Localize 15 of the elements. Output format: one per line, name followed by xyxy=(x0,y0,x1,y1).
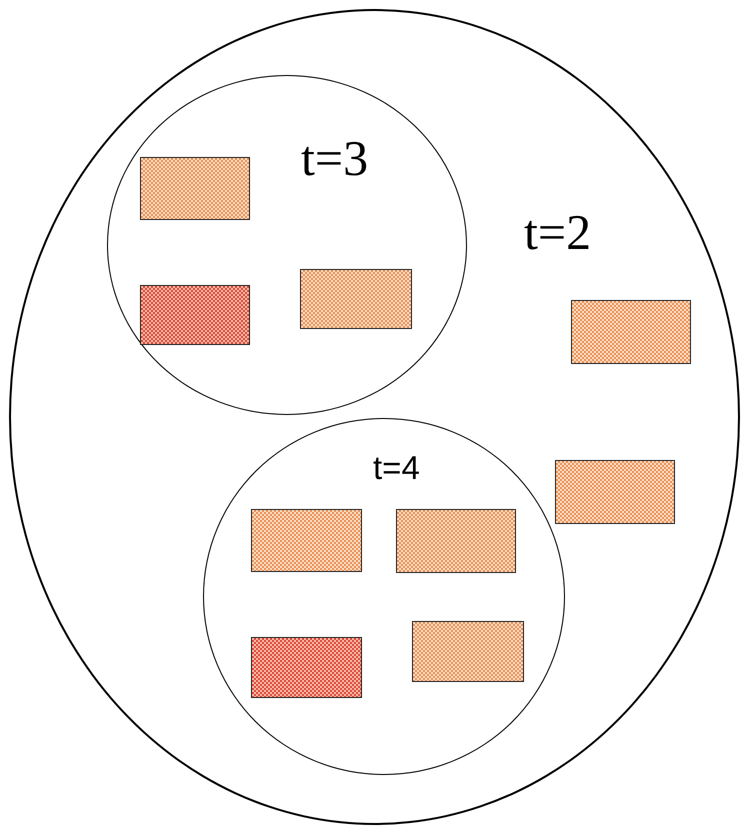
hatched-rectangle xyxy=(555,460,675,524)
hatched-rectangle xyxy=(396,509,516,573)
set-ellipse xyxy=(107,75,467,415)
hatched-rectangle xyxy=(251,637,362,698)
set-label: t=4 xyxy=(373,451,420,484)
hatched-rectangle xyxy=(571,300,691,364)
set-ellipse xyxy=(203,418,565,775)
hatched-rectangle xyxy=(140,157,250,220)
set-ellipse xyxy=(9,9,740,825)
hatched-rectangle xyxy=(140,285,250,345)
hatched-rectangle xyxy=(251,509,362,572)
hatched-rectangle xyxy=(412,621,524,682)
set-label: t=2 xyxy=(524,207,592,257)
set-label: t=3 xyxy=(301,133,368,183)
hatched-rectangle xyxy=(300,269,412,329)
